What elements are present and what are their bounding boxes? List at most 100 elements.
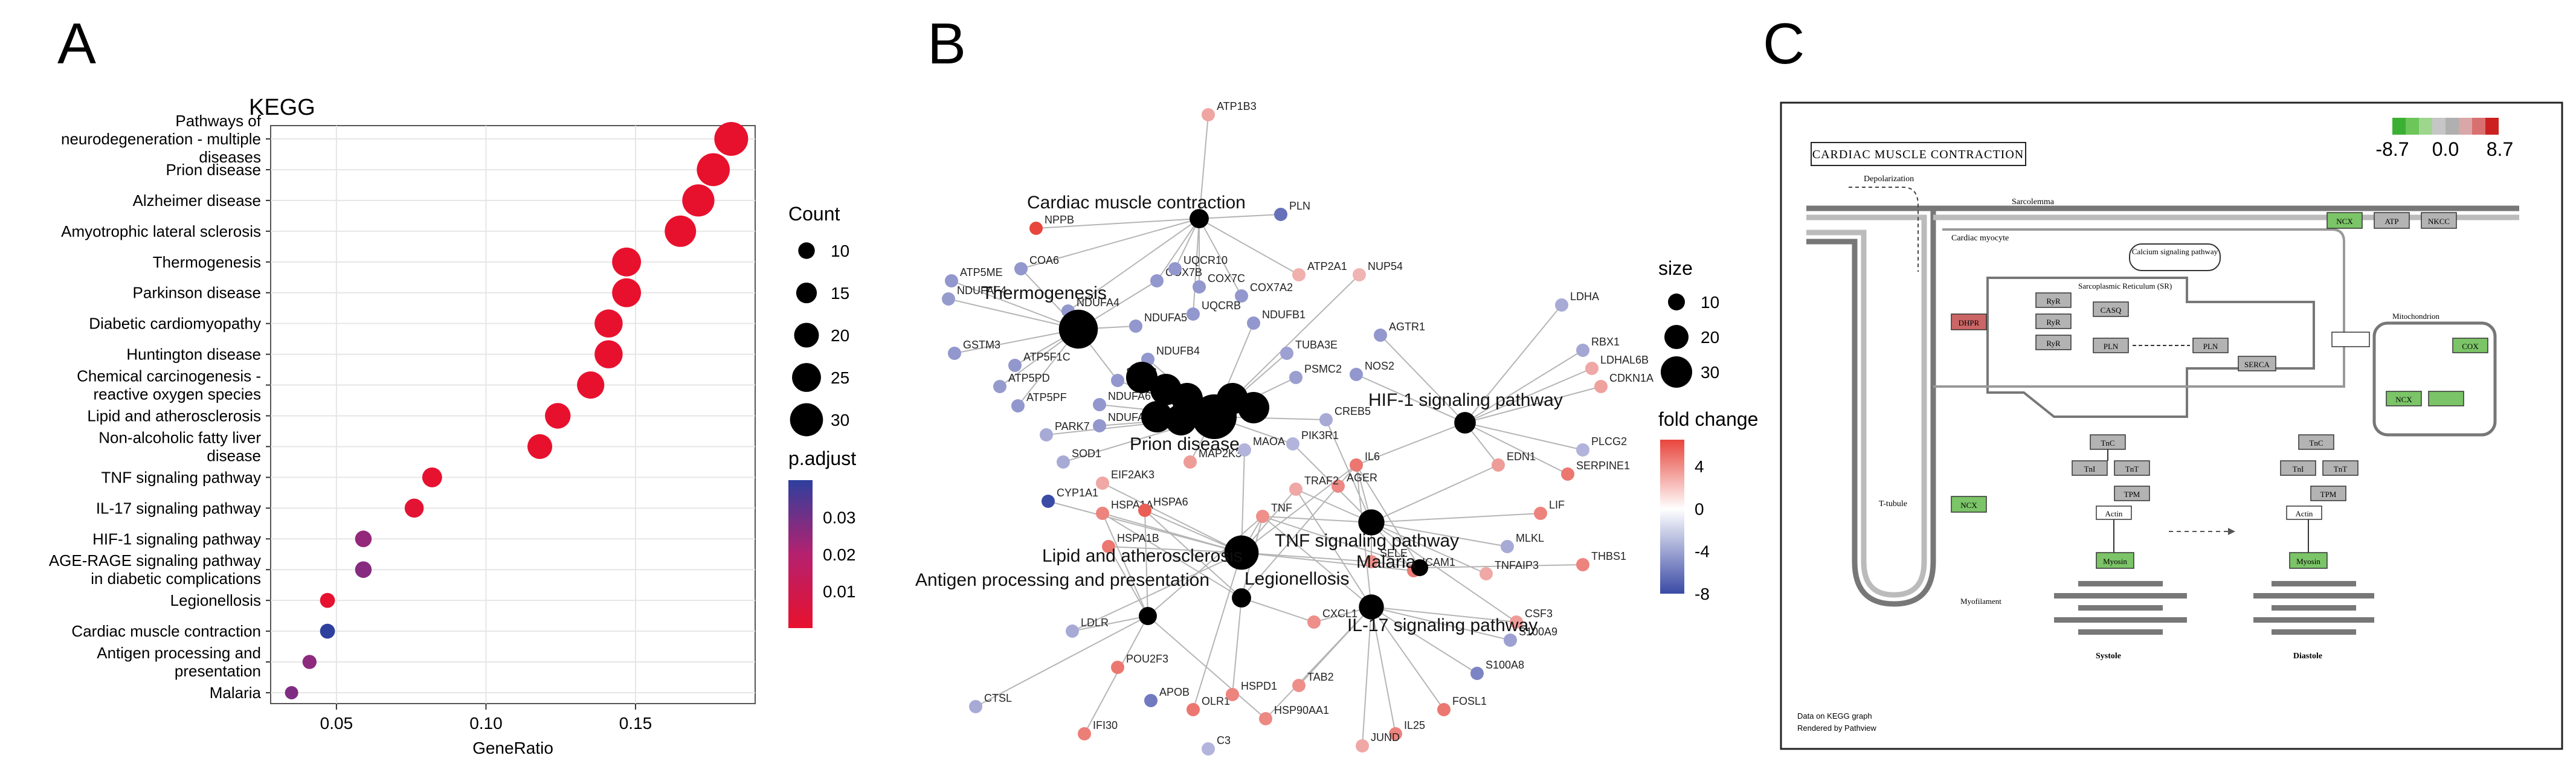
network-edge <box>1464 422 1583 451</box>
gene-label: IL6 <box>1365 451 1380 463</box>
svg-text:TPM: TPM <box>2320 490 2337 499</box>
network-edge <box>1265 606 1372 719</box>
gene-label: THBS1 <box>1591 550 1626 562</box>
box-atp <box>2374 212 2410 229</box>
gene-node <box>1350 368 1363 381</box>
gene-label: SOD1 <box>1072 448 1101 460</box>
footer-line-2: Rendered by Pathview <box>1797 724 1876 733</box>
network-edge <box>975 615 1148 707</box>
dot-point <box>422 467 442 487</box>
svg-text:Diastole: Diastole <box>2293 652 2322 661</box>
y-category-label: AGE-RAGE signaling pathway <box>49 551 261 570</box>
network-edge <box>1102 513 1242 599</box>
panel-label-a: A <box>57 11 96 76</box>
dot-point <box>320 623 335 639</box>
pathway-label: Thermogenesis <box>982 283 1107 303</box>
pathway-cluster-node <box>1141 401 1173 432</box>
gene-label: IFI30 <box>1093 719 1118 731</box>
svg-text:NCX: NCX <box>2395 395 2412 404</box>
gene-label: MLKL <box>1516 532 1544 544</box>
gene-label: CSF3 <box>1525 608 1553 620</box>
gene-label: ATP2A1 <box>1307 260 1347 272</box>
network-edge <box>1371 464 1499 523</box>
pathway-node <box>1358 509 1385 536</box>
sr-compartment <box>1986 277 2315 418</box>
y-category-label: reactive oxygen species <box>94 385 261 403</box>
gene-label: PARK7 <box>1055 420 1090 432</box>
x-tick-label: 0.10 <box>469 714 503 733</box>
svg-text:PLN: PLN <box>2104 342 2119 351</box>
gene-node <box>1594 380 1608 393</box>
dot-point <box>285 686 298 699</box>
network-edge <box>1144 510 1148 617</box>
gene-label: S100A9 <box>1519 626 1557 638</box>
gene-node <box>1350 458 1363 472</box>
network-edge <box>951 280 1079 330</box>
count-legend-dot <box>790 403 823 437</box>
gene-node <box>1202 742 1215 756</box>
gene-node <box>1111 661 1124 674</box>
gene-label: ATP5ME <box>960 266 1003 278</box>
y-category-label: Parkinson disease <box>133 284 261 302</box>
gene-node <box>1561 467 1574 481</box>
svg-text:Mitochondrion: Mitochondrion <box>2392 312 2439 321</box>
svg-text:COX: COX <box>2462 342 2479 351</box>
dot-point <box>545 403 571 429</box>
network-edge <box>1199 218 1299 275</box>
gene-node <box>1138 504 1151 517</box>
network-edge <box>1262 516 1420 568</box>
pathway-label: TNF signaling pathway <box>1275 531 1459 551</box>
size-legend-dot <box>1664 325 1689 349</box>
box-pln-1 <box>2093 338 2129 353</box>
svg-text:PLN: PLN <box>2203 342 2218 351</box>
size-legend-dot <box>1661 356 1692 388</box>
network-edge <box>1371 606 1478 674</box>
gene-label: NDUFA4 <box>1077 297 1119 309</box>
gene-label: HSP90AA1 <box>1274 704 1329 716</box>
gene-label: AGER <box>1347 472 1377 484</box>
y-category-label: Prion disease <box>166 161 261 179</box>
box-ncx-mito <box>2386 391 2422 406</box>
gene-label: HSPD1 <box>1241 680 1277 692</box>
gene-node <box>1365 555 1378 568</box>
dot-point <box>594 340 623 368</box>
gene-label: ATP5PD <box>1008 372 1050 384</box>
dot-point <box>665 215 697 247</box>
y-category-label: Alzheimer disease <box>133 191 261 210</box>
gene-label: COA6 <box>1029 254 1059 266</box>
gene-node <box>1014 262 1028 275</box>
foldchange-colorbar <box>1660 440 1684 594</box>
size-legend-label: 20 <box>1701 328 1719 347</box>
gene-label: TRAF2 <box>1304 475 1339 487</box>
gene-label: NOS2 <box>1365 360 1394 372</box>
kegg-title-box <box>1811 142 2026 166</box>
gene-node <box>1576 443 1589 457</box>
network-edge <box>1072 615 1148 632</box>
gene-label: PIK3R1 <box>1301 429 1339 441</box>
gene-node <box>1008 359 1022 372</box>
gene-node <box>1193 280 1206 294</box>
network-edge <box>1102 483 1242 553</box>
gene-label: LDLR <box>1081 617 1109 629</box>
dot-point <box>320 592 335 608</box>
dotplot-grid <box>271 126 755 704</box>
gene-node <box>1238 443 1251 457</box>
gene-node <box>1066 624 1079 638</box>
pathway-node <box>1454 412 1476 434</box>
gene-node <box>1280 347 1293 360</box>
gene-label: MAP2K3 <box>1199 448 1241 460</box>
gene-label: FOSL1 <box>1452 695 1487 707</box>
gene-label: NDUFB4 <box>1156 345 1200 357</box>
gene-node <box>1389 727 1402 740</box>
svg-text:Actin: Actin <box>2296 509 2313 518</box>
label-sarcolemma: Sarcolemma <box>2012 197 2055 207</box>
pathway-node <box>1058 309 1098 349</box>
count-legend-dot <box>792 363 821 392</box>
box-ryr3 <box>2035 335 2072 350</box>
pathway-label: IL-17 signaling pathway <box>1347 615 1538 635</box>
svg-text:TnT: TnT <box>2334 464 2347 473</box>
dot-point <box>355 561 372 578</box>
gene-node <box>1011 399 1025 412</box>
box-pln-2 <box>2192 338 2229 353</box>
